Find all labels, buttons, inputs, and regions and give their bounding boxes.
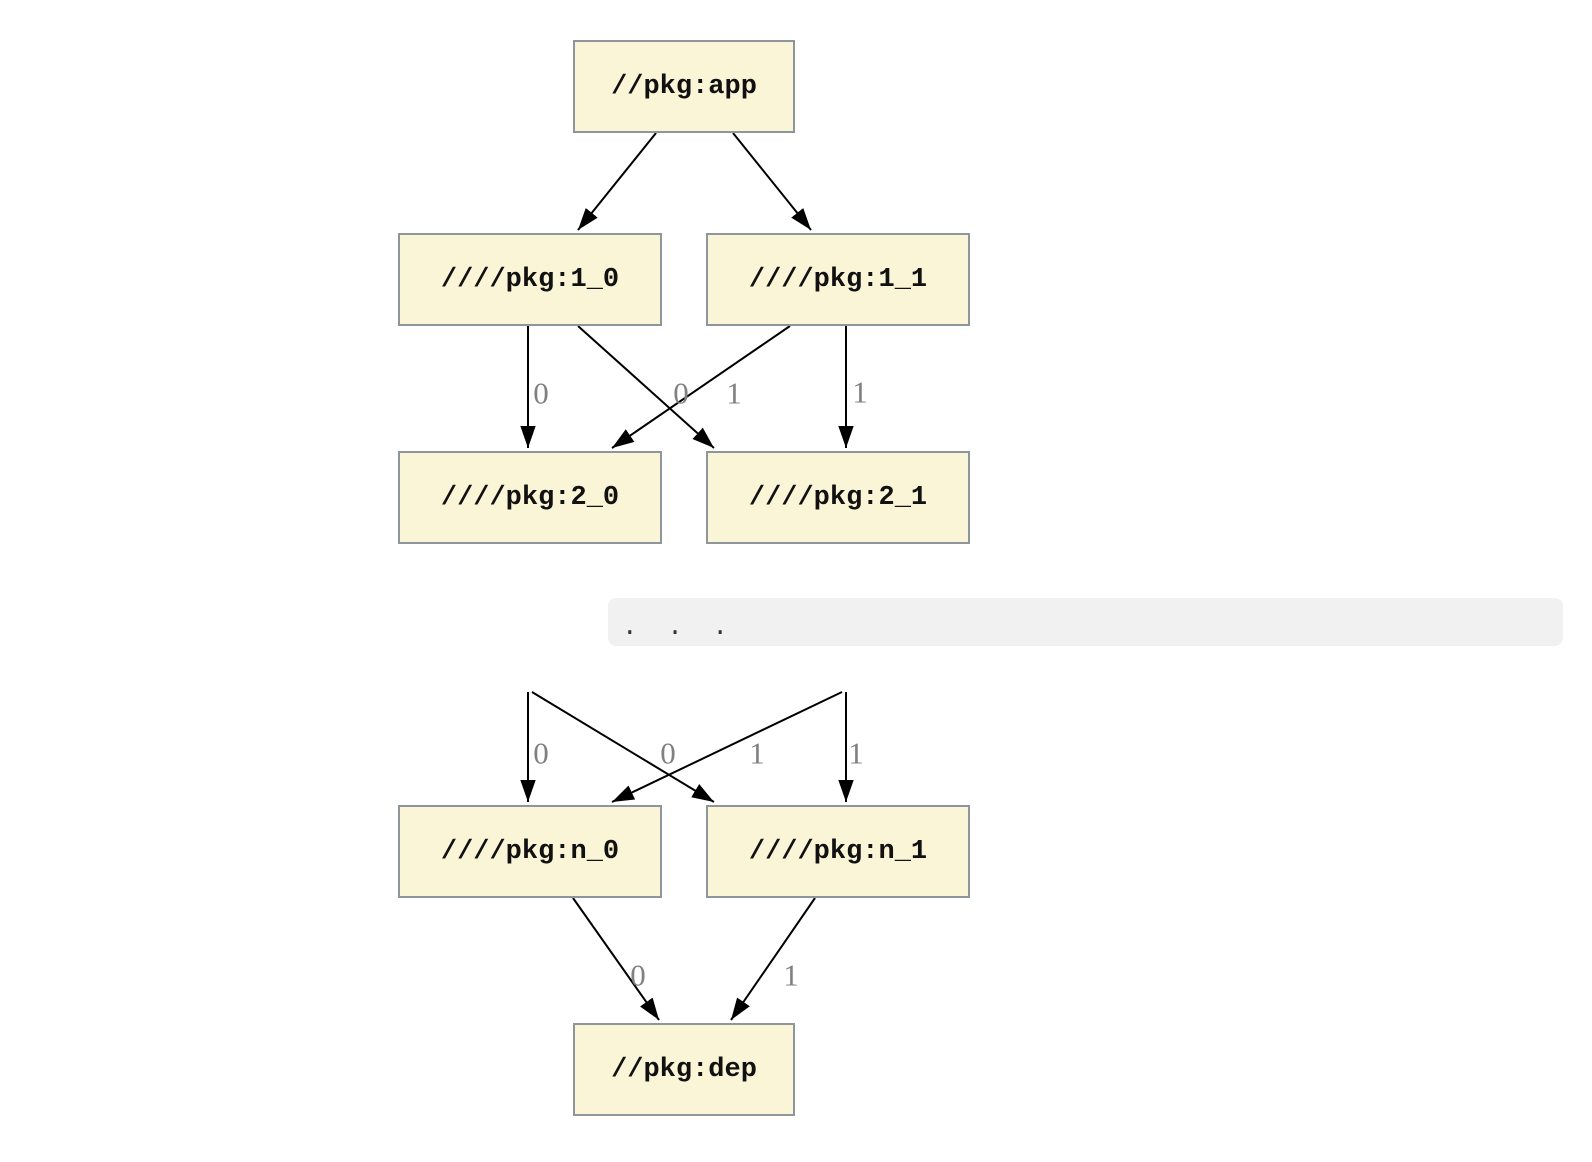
node-label: //pkg:app bbox=[611, 71, 757, 102]
ellipsis-band: . . . bbox=[608, 598, 1563, 646]
edge-prev-n_1-cross bbox=[531, 691, 715, 803]
edge-label-cross-n_0: 0 bbox=[660, 735, 676, 771]
node-pkg-app: //pkg:app bbox=[573, 40, 795, 133]
node-pkg-1_1: ////pkg:1_1 bbox=[706, 233, 970, 326]
node-label: ////pkg:2_0 bbox=[440, 482, 620, 513]
node-pkg-2_0: ////pkg:2_0 bbox=[398, 451, 662, 544]
edge-prev-n_0-cross bbox=[611, 691, 843, 803]
edge-app-1_0 bbox=[577, 132, 657, 231]
ellipsis-text: . . . bbox=[622, 612, 731, 642]
edge-label-1_0-2_1: 1 bbox=[726, 375, 742, 411]
edge-label-prev-n_0: 0 bbox=[533, 735, 549, 771]
node-pkg-1_0: ////pkg:1_0 bbox=[398, 233, 662, 326]
node-label: ////pkg:1_0 bbox=[440, 264, 620, 295]
node-pkg-2_1: ////pkg:2_1 bbox=[706, 451, 970, 544]
edge-label-1_1-2_1: 1 bbox=[852, 374, 868, 410]
edge-1_1-2_0 bbox=[611, 325, 791, 449]
node-label: ////pkg:n_0 bbox=[440, 836, 620, 867]
edge-1_0-2_1 bbox=[577, 325, 715, 449]
node-label: ////pkg:1_1 bbox=[748, 264, 928, 295]
edge-label-cross-n_1: 1 bbox=[749, 735, 765, 771]
node-pkg-n_1: ////pkg:n_1 bbox=[706, 805, 970, 898]
edge-n_0-dep bbox=[572, 897, 660, 1021]
node-pkg-dep: //pkg:dep bbox=[573, 1023, 795, 1116]
edge-label-1_0-2_0: 0 bbox=[533, 375, 549, 411]
edge-label-prev-n_1: 1 bbox=[848, 735, 864, 771]
node-label: //pkg:dep bbox=[611, 1054, 757, 1085]
node-label: ////pkg:n_1 bbox=[748, 836, 928, 867]
edge-label-n_1-dep: 1 bbox=[783, 957, 799, 993]
node-pkg-n_0: ////pkg:n_0 bbox=[398, 805, 662, 898]
edge-app-1_1 bbox=[732, 132, 812, 231]
edge-label-n_0-dep: 0 bbox=[630, 957, 646, 993]
edge-n_1-dep bbox=[730, 897, 816, 1021]
edge-label-1_1-2_0: 0 bbox=[673, 375, 689, 411]
node-label: ////pkg:2_1 bbox=[748, 482, 928, 513]
